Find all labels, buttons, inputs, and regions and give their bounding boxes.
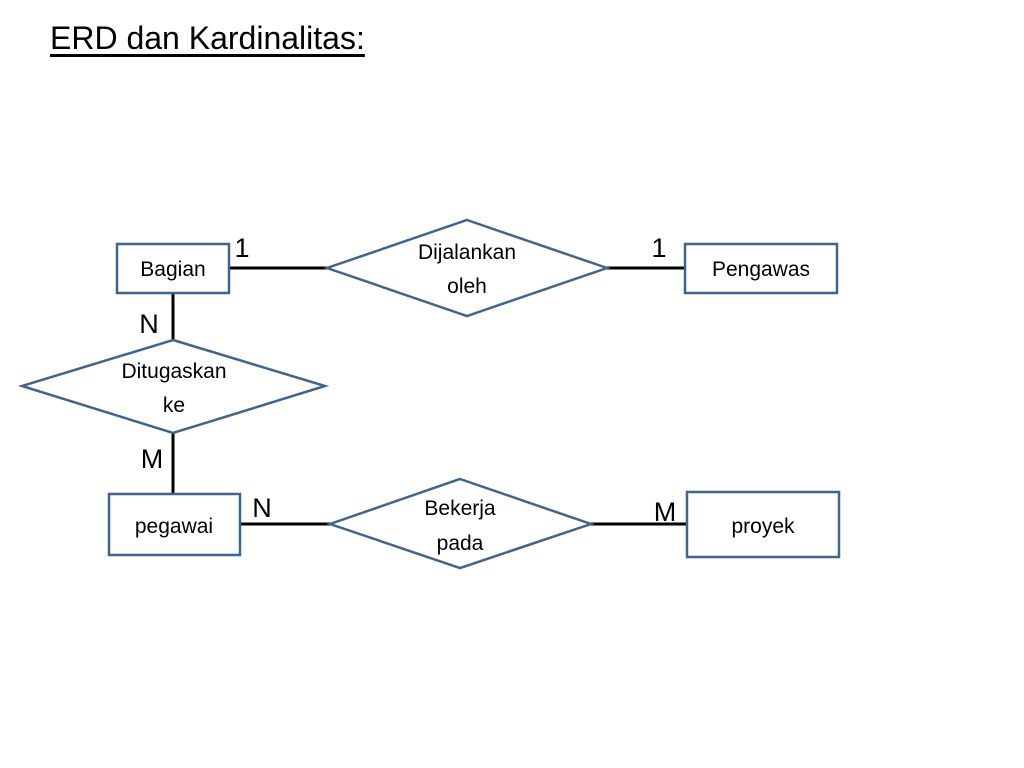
entity-bagian-label: Bagian [140,258,205,281]
entity-proyek-label: proyek [731,515,795,538]
cardinality-bagian-dijalankan: 1 [234,233,249,263]
entity-pengawas-box [683,242,839,295]
entity-pegawai-label: pegawai [135,515,213,538]
entity-pengawas-label: Pengawas [712,258,810,281]
relationship-dijalankan-oleh-label-line1: Dijalankan [418,241,516,264]
cardinality-pegawai-ditugaskan: M [141,444,164,474]
cardinality-pengawas-dijalankan: 1 [651,233,666,263]
relationship-ditugaskan-ke-label-line1: Ditugaskan [121,360,226,383]
diagram-title: ERD dan Kardinalitas: [50,20,365,56]
entity-proyek-box [685,490,841,559]
entity-bagian-box [115,242,231,295]
relationship-bekerja-pada-label-line2: pada [437,532,484,555]
cardinality-bagian-ditugaskan: N [139,309,159,339]
relationship-dijalankan-oleh-label-line2: oleh [447,275,487,298]
entity-pegawai-box [107,492,242,557]
cardinality-pegawai-bekerja: N [252,493,272,523]
relationship-dijalankan-oleh-diamond [323,218,611,318]
relationship-ditugaskan-ke-diamond [17,338,330,435]
relationship-ditugaskan-ke-label-line2: ke [163,394,185,417]
relationship-bekerja-pada-diamond [326,477,595,570]
relationship-bekerja-pada-label-line1: Bekerja [424,497,496,520]
cardinality-proyek-bekerja: M [654,497,677,527]
